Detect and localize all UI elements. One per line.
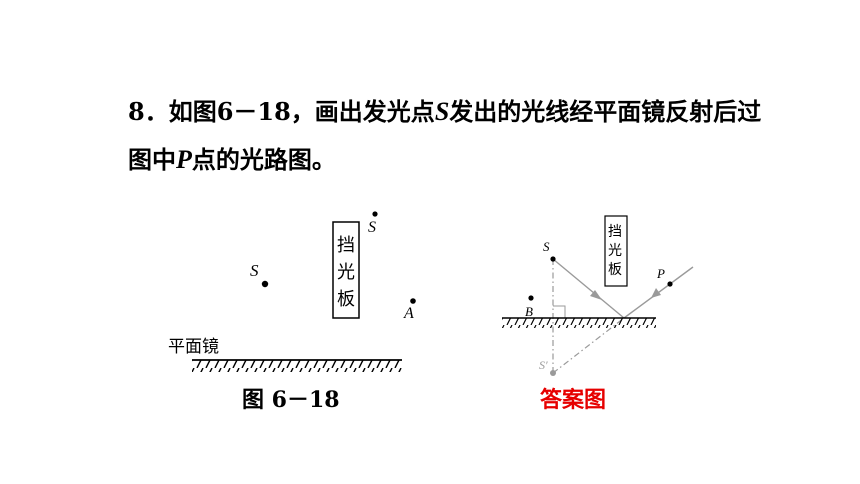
question-part1: 如图6－18，画出发光点 bbox=[168, 97, 435, 126]
incident-ray-arrow bbox=[590, 290, 602, 300]
question-number: 8． bbox=[128, 97, 169, 126]
point-s-top-dot bbox=[372, 211, 378, 217]
point-s-right-dot bbox=[550, 256, 556, 262]
question-var-p: P bbox=[176, 145, 192, 174]
point-s-right-label: S bbox=[543, 239, 550, 254]
virtual-ray-line bbox=[552, 317, 625, 374]
figure-left-caption: 图 6－18 bbox=[242, 387, 340, 413]
question-var-s: S bbox=[434, 97, 450, 126]
board-right-char-2: 光 bbox=[608, 243, 622, 259]
board-right-char-1: 挡 bbox=[608, 224, 622, 240]
point-p-label: P bbox=[656, 266, 665, 281]
incident-ray bbox=[552, 258, 625, 319]
point-s-label: S bbox=[250, 261, 259, 280]
reflected-ray-arrow bbox=[651, 288, 661, 298]
light-board-right bbox=[604, 215, 628, 287]
light-board bbox=[332, 221, 360, 319]
question-text: 8．如图6－18，画出发光点S发出的光线经平面镜反射后过图中P点的光路图。 bbox=[128, 88, 768, 184]
point-s-image-dot bbox=[550, 370, 556, 376]
question-part2: 发出的光线经平面镜反射后过图中 bbox=[128, 97, 762, 174]
point-s-image-label: S′ bbox=[539, 358, 548, 372]
figure-left: S S A 挡 光 板 平面镜 bbox=[168, 211, 416, 372]
point-b-label: B bbox=[525, 304, 533, 319]
point-s-top-label: S bbox=[368, 219, 376, 236]
right-angle-mark bbox=[553, 305, 566, 318]
board-char-2: 光 bbox=[337, 262, 355, 282]
point-s-dot bbox=[261, 280, 269, 288]
board-right-char-3: 板 bbox=[608, 262, 622, 278]
board-char-3: 板 bbox=[337, 289, 355, 309]
question-part3: 点的光路图。 bbox=[191, 145, 336, 174]
figure-right-caption: 答案图 bbox=[540, 387, 607, 413]
figure-right: 挡 光 板 S B P S′ bbox=[502, 215, 694, 376]
point-a-dot bbox=[410, 298, 416, 304]
point-p-dot bbox=[667, 281, 673, 287]
mirror-hatch-right bbox=[502, 318, 656, 328]
point-a-label: A bbox=[403, 305, 414, 322]
mirror-hatch bbox=[192, 360, 402, 372]
point-b-dot bbox=[528, 295, 534, 301]
mirror-label: 平面镜 bbox=[168, 337, 219, 356]
board-char-1: 挡 bbox=[337, 235, 355, 255]
